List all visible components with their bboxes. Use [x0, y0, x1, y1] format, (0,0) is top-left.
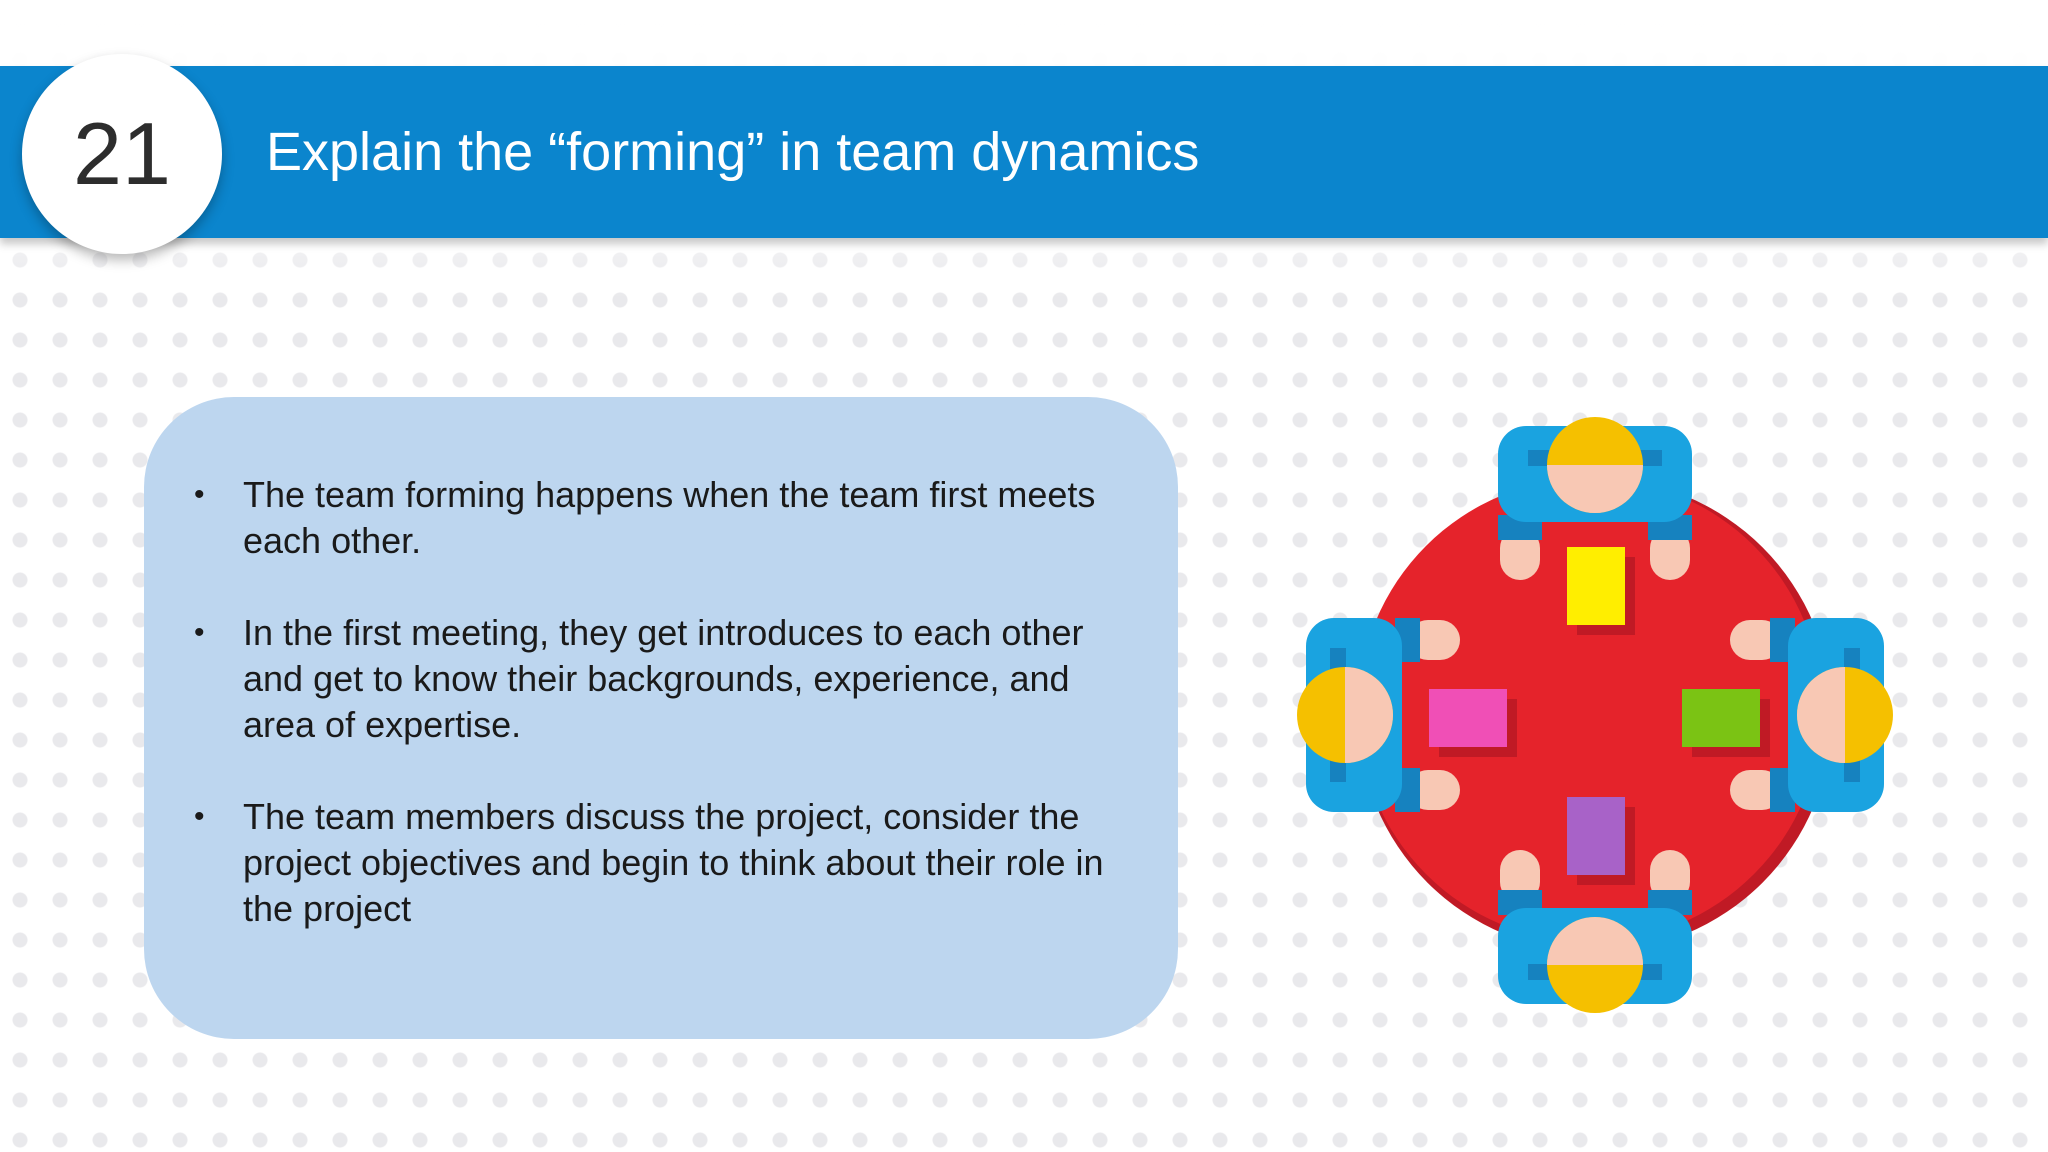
slide-number-badge: 21: [22, 54, 222, 254]
bullet-item: • The team forming happens when the team…: [144, 472, 1144, 564]
slide-number: 21: [73, 104, 171, 203]
person-left: [1297, 618, 1460, 812]
round-table: [1358, 478, 1822, 942]
bullet-text: The team members discuss the project, co…: [243, 796, 1104, 929]
bullet-item: • In the first meeting, they get introdu…: [144, 610, 1144, 748]
bullet-marker: •: [194, 478, 205, 511]
bullet-marker: •: [194, 616, 205, 649]
bullet-text: In the first meeting, they get introduce…: [243, 612, 1084, 745]
team-meeting-round-table-icon: [1297, 417, 1893, 1013]
green-note: [1682, 689, 1760, 747]
person-right: [1730, 618, 1893, 812]
person-bottom: [1498, 850, 1692, 1013]
slide-title: Explain the “forming” in team dynamics: [266, 122, 1200, 182]
bullet-item: • The team members discuss the project, …: [144, 794, 1144, 932]
bullet-text: The team forming happens when the team f…: [243, 474, 1096, 561]
purple-note: [1567, 797, 1625, 875]
bullet-list: • The team forming happens when the team…: [144, 472, 1144, 978]
table-notes: [1429, 547, 1770, 885]
content-card: • The team forming happens when the team…: [144, 397, 1178, 1039]
person-top: [1498, 417, 1692, 580]
bullet-marker: •: [194, 800, 205, 833]
title-banner: [0, 66, 2048, 238]
yellow-note: [1567, 547, 1625, 625]
pink-note: [1429, 689, 1507, 747]
